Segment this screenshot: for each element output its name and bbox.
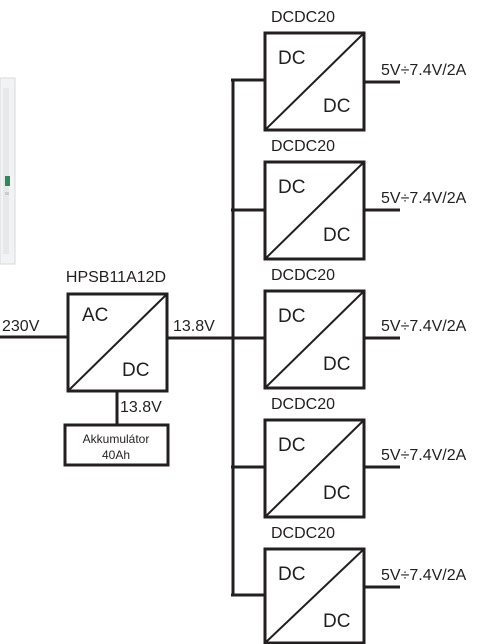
- converter-diagonal: [264, 161, 365, 260]
- battery-label-line1: Akkumulátor: [83, 432, 150, 446]
- converter-model-label: DCDC20: [271, 9, 335, 26]
- dcdc-converter-5: DCDC20 DC DC 5V÷7.4V/2A: [231, 525, 467, 644]
- ups-enclosure-photo-fragment: [0, 77, 16, 265]
- ac-input-voltage: 230V: [2, 318, 40, 335]
- dcdc-converter-3: DCDC20 DC DC 5V÷7.4V/2A: [231, 267, 467, 390]
- converter-model-label: DCDC20: [271, 267, 335, 284]
- dcdc-converter-1: DCDC20 DC DC 5V÷7.4V/2A: [231, 9, 467, 132]
- battery-voltage: 13.8V: [120, 399, 162, 416]
- converter-output-type: DC: [323, 354, 350, 375]
- psu-output-type: DC: [122, 360, 149, 381]
- converter-input-type: DC: [278, 177, 305, 198]
- converter-input-type: DC: [278, 306, 305, 327]
- battery-label-line2: 40Ah: [102, 448, 130, 462]
- status-led-icon: [5, 176, 10, 186]
- converter-model-label: DCDC20: [271, 525, 335, 542]
- psu-model-label: HPSB11A12D: [66, 269, 166, 286]
- psu-output-voltage: 13.8V: [173, 318, 215, 335]
- converter-input-type: DC: [278, 435, 305, 456]
- battery-box: [63, 423, 170, 467]
- converter-diagonal: [264, 548, 365, 644]
- converter-diagonal: [264, 290, 365, 389]
- converter-diagonal: [264, 32, 365, 131]
- converter-output-label: 5V÷7.4V/2A: [381, 62, 467, 79]
- psu-input-type: AC: [82, 305, 108, 326]
- psu-diagonal: [67, 293, 168, 392]
- dcdc-converter-4: DCDC20 DC DC 5V÷7.4V/2A: [231, 396, 467, 519]
- converter-output-type: DC: [323, 483, 350, 504]
- converter-model-label: DCDC20: [271, 138, 335, 155]
- converter-output-label: 5V÷7.4V/2A: [381, 447, 467, 464]
- converter-output-label: 5V÷7.4V/2A: [381, 567, 467, 584]
- converter-input-type: DC: [278, 48, 305, 69]
- converter-input-type: DC: [278, 564, 305, 585]
- converter-output-type: DC: [323, 225, 350, 246]
- battery-block: Akkumulátor 40Ah: [63, 423, 170, 467]
- dcdc-converter-2: DCDC20 DC DC 5V÷7.4V/2A: [231, 138, 467, 261]
- converter-output-type: DC: [323, 611, 350, 632]
- converter-diagonal: [264, 419, 365, 518]
- psu-block: HPSB11A12D AC DC: [66, 269, 169, 393]
- converter-output-label: 5V÷7.4V/2A: [381, 190, 467, 207]
- converter-model-label: DCDC20: [271, 396, 335, 413]
- converter-output-type: DC: [323, 96, 350, 117]
- converter-output-label: 5V÷7.4V/2A: [381, 318, 467, 335]
